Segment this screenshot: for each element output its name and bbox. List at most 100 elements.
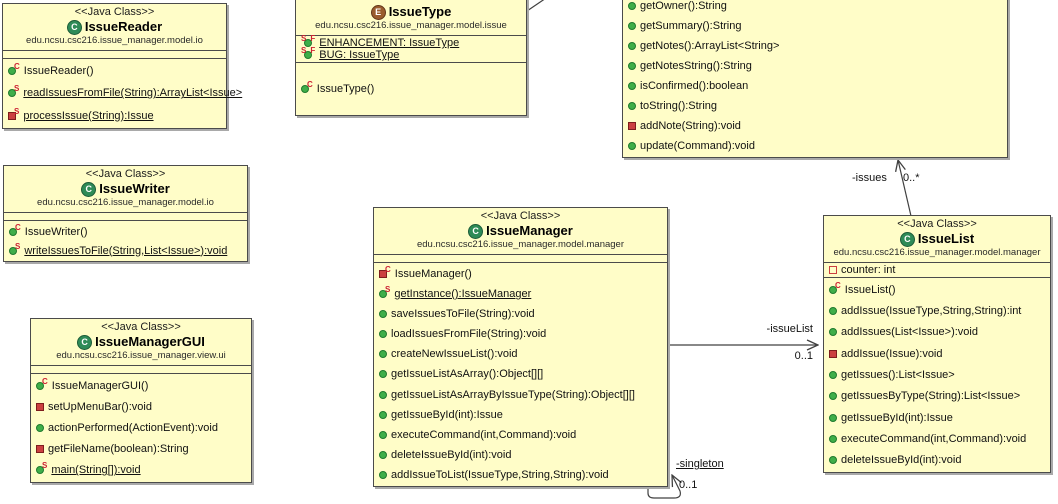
package-label: edu.ncsu.csc216.issue_manager.model.io: [26, 35, 203, 46]
method-row[interactable]: getIssueListAsArray():Object[][]: [374, 368, 667, 380]
method-row[interactable]: getIssuesByType(String):List<Issue>: [824, 390, 1050, 402]
method-row[interactable]: toString():String: [623, 100, 1007, 112]
class-name: IssueWriter: [99, 181, 170, 196]
member-icon-group: C: [829, 281, 841, 294]
public-visibility-icon: [628, 62, 636, 70]
member-icon-group: [829, 456, 837, 465]
method-row[interactable]: isConfirmed():boolean: [623, 80, 1007, 92]
method-row[interactable]: getNotesString():String: [623, 60, 1007, 72]
method-row[interactable]: addNote(String):void: [623, 120, 1007, 132]
member-icon-group: [829, 349, 837, 358]
modifier-letter: C: [15, 222, 21, 232]
method-row[interactable]: getIssues():List<Issue>: [824, 369, 1050, 381]
method-label: addIssue(IssueType,String,String):int: [841, 304, 1022, 317]
class-name: IssueManagerGUI: [95, 334, 205, 349]
method-label: setUpMenuBar():void: [48, 400, 152, 413]
singleton-self-association-line[interactable]: [647, 475, 680, 499]
public-visibility-icon: [829, 413, 837, 422]
method-row[interactable]: loadIssuesFromFile(String):void: [374, 328, 667, 340]
method-row[interactable]: saveIssuesToFile(String):void: [374, 308, 667, 320]
public-visibility-icon: [8, 67, 16, 76]
method-row[interactable]: deleteIssueById(int):void: [824, 454, 1050, 466]
public-visibility-icon: [8, 89, 16, 98]
method-row[interactable]: addIssues(List<Issue>):void: [824, 326, 1050, 338]
method-row[interactable]: getNotes():ArrayList<String>: [623, 40, 1007, 52]
field-label: ENHANCEMENT: IssueType: [319, 37, 460, 49]
method-label: getFileName(boolean):String: [48, 443, 189, 456]
method-row[interactable]: addIssue(Issue):void: [824, 348, 1050, 360]
public-visibility-icon: [36, 466, 44, 475]
public-visibility-icon: [829, 306, 837, 315]
member-icon-group: [36, 402, 44, 411]
method-label: createNewIssueList():void: [391, 348, 518, 361]
method-row[interactable]: getIssueById(int):Issue: [374, 409, 667, 421]
method-label: deleteIssueById(int):void: [391, 448, 512, 461]
member-icon-group: [829, 328, 837, 337]
method-label: saveIssuesToFile(String):void: [391, 308, 535, 321]
method-label: IssueReader(): [23, 65, 94, 78]
issuetype-issue-connector-line[interactable]: [526, 0, 552, 12]
class-box-issue-type[interactable]: <<Java Enumeration>>EIssueTypeedu.ncsu.c…: [295, 0, 527, 116]
member-icon-group: [379, 430, 387, 439]
stereotype-label: <<Java Enumeration>>: [300, 0, 522, 4]
member-icon-group: C: [301, 81, 313, 93]
method-row[interactable]: executeCommand(int,Command):void: [824, 433, 1050, 445]
method-row[interactable]: addIssueToList(IssueType,String,String):…: [374, 469, 667, 481]
member-icon-group: [379, 350, 387, 359]
method-row[interactable]: createNewIssueList():void: [374, 348, 667, 360]
issuelist-role-label: -issueList: [766, 323, 813, 335]
method-row[interactable]: addIssue(IssueType,String,String):int: [824, 305, 1050, 317]
method-row[interactable]: getSummary():String: [623, 20, 1007, 32]
stereotype-label: <<Java Class>>: [85, 168, 166, 180]
static-modifier-letter: S: [301, 46, 307, 55]
method-label: getSummary():String: [640, 20, 742, 32]
fields-compartment: [374, 254, 667, 262]
method-row[interactable]: actionPerformed(ActionEvent):void: [31, 422, 251, 434]
member-icon-group: [628, 82, 636, 90]
method-row[interactable]: getIssueById(int):Issue: [824, 412, 1050, 424]
method-row[interactable]: deleteIssueById(int):void: [374, 449, 667, 461]
method-row[interactable]: getOwner():String: [623, 0, 1007, 12]
member-icon-group: S: [8, 107, 19, 120]
fields-compartment: [4, 212, 247, 220]
private-visibility-icon: [379, 270, 387, 279]
method-row[interactable]: executeCommand(int,Command):void: [374, 429, 667, 441]
member-icon-group: S: [36, 462, 47, 475]
method-row[interactable]: getIssueListAsArrayByIssueType(String):O…: [374, 389, 667, 401]
public-visibility-icon: [301, 85, 309, 93]
method-row[interactable]: setUpMenuBar():void: [31, 401, 251, 413]
method-label: addIssue(Issue):void: [841, 347, 943, 360]
public-visibility-icon: [628, 82, 636, 90]
public-visibility-icon: [628, 22, 636, 30]
field-row[interactable]: counter: int: [824, 264, 1050, 276]
class-box-issue-class-partial[interactable]: getOwner():String getSummary():String getN…: [622, 0, 1008, 158]
method-label: IssueType(): [316, 83, 375, 95]
method-row[interactable]: update(Command):void: [623, 140, 1007, 152]
method-label: getOwner():String: [640, 0, 727, 12]
issues-association-line[interactable]: [898, 160, 912, 217]
method-label: getInstance():IssueManager: [394, 288, 532, 301]
method-row[interactable]: getFileName(boolean):String: [31, 443, 251, 455]
method-label: getNotes():ArrayList<String>: [640, 40, 780, 52]
